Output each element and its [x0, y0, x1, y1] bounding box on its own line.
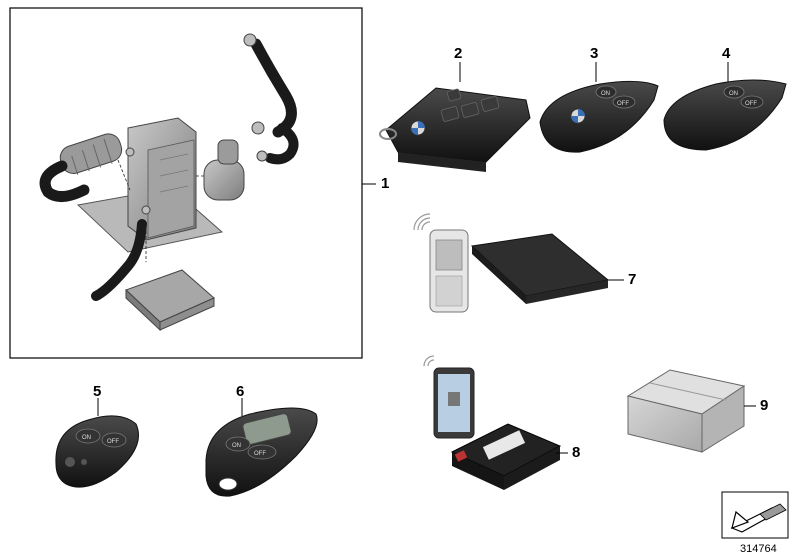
diagram-reference-number: 314764 [740, 543, 777, 555]
fob-4-off-label: OFF [745, 101, 757, 107]
callout-9: 9 [760, 397, 769, 414]
callout-6: 6 [236, 383, 245, 400]
fob-6-on-label: ON [232, 443, 241, 449]
callout-2: 2 [454, 45, 463, 62]
callout-7: 7 [628, 271, 637, 288]
remote-fob-6: ON OFF [205, 398, 318, 497]
signal-icon [413, 213, 431, 231]
heater-assembly [39, 33, 299, 332]
box-9 [626, 369, 756, 453]
remote-fob-3: ON OFF [539, 62, 659, 153]
signal-icon [423, 355, 435, 367]
remote-fob-5: ON OFF [55, 398, 139, 488]
assembly-frame [9, 7, 363, 359]
callout-1: 1 [381, 175, 390, 192]
callout-8: 8 [572, 444, 581, 461]
fob-5-off-label: OFF [107, 439, 119, 445]
fob-3-off-label: OFF [617, 101, 629, 107]
telematics-module-8 [423, 355, 568, 490]
fob-5-on-label: ON [82, 435, 91, 441]
remote-fob-4: ON OFF [663, 62, 787, 151]
fob-4-on-label: ON [729, 91, 738, 97]
fob-6-off-label: OFF [254, 451, 266, 457]
remote-key-2 [379, 62, 531, 172]
callout-5: 5 [93, 383, 102, 400]
callout-3: 3 [590, 45, 599, 62]
gsm-module-7 [413, 213, 624, 313]
page-reference-icon [721, 491, 789, 539]
fob-3-on-label: ON [601, 91, 610, 97]
callout-4: 4 [722, 45, 731, 62]
